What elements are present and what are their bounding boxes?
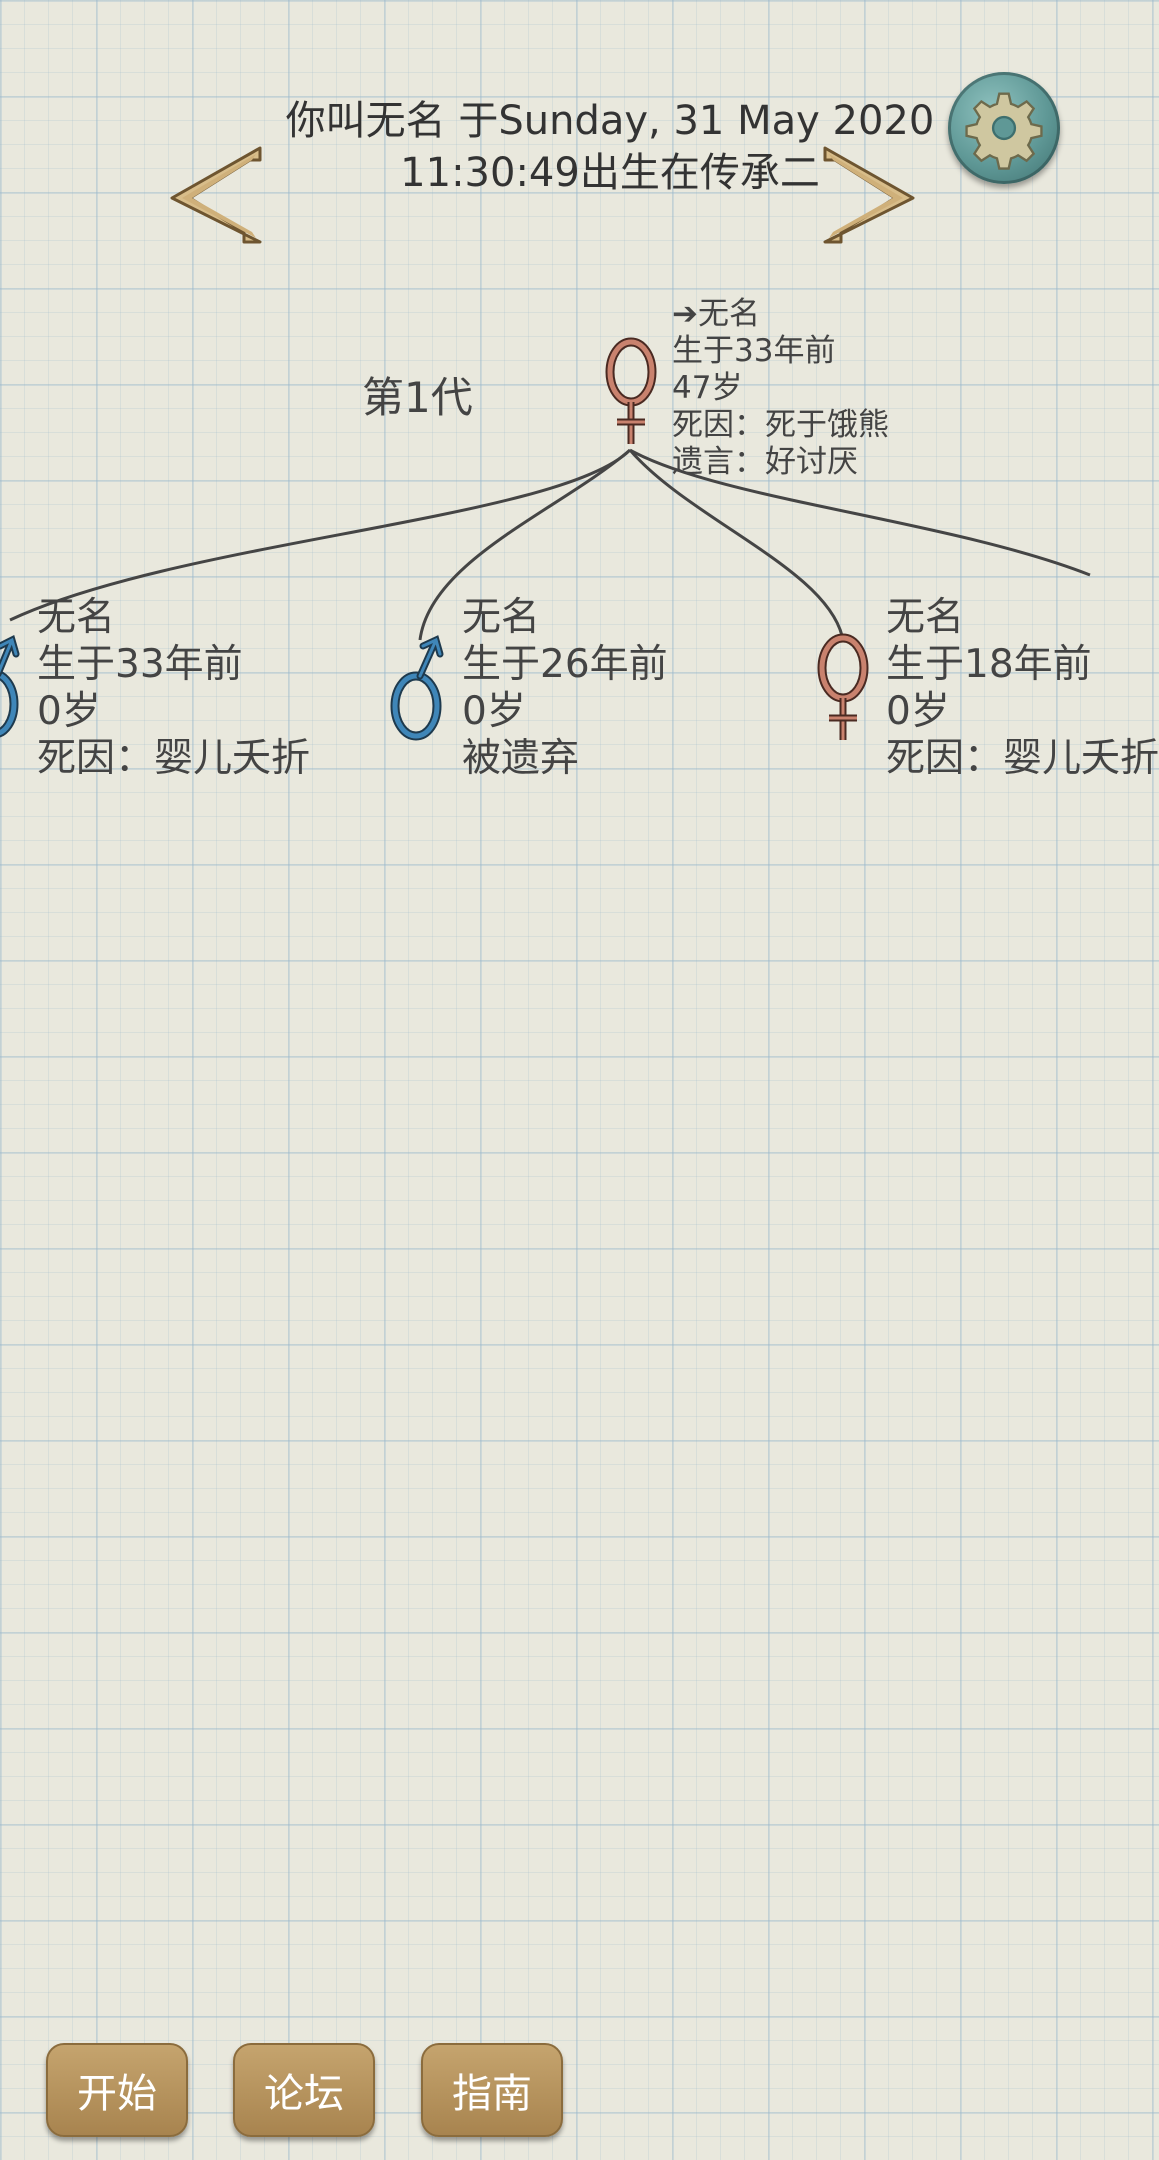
root-person-last-words: 遗言：好讨厌 [672, 444, 858, 480]
child-born: 生于26年前 [462, 642, 668, 687]
root-person-info: ➔无名 生于33年前 47岁 死因：死于饿熊 遗言：好讨厌 [672, 296, 889, 481]
settings-button[interactable] [948, 72, 1060, 184]
child-age: 0岁 [462, 689, 526, 734]
child-name: 无名 [886, 595, 965, 640]
child-info-1: 无名 生于33年前 0岁 死因：婴儿夭折 [37, 594, 310, 782]
child-info-3: 无名 生于18年前 0岁 死因：婴儿夭折 [886, 594, 1159, 782]
child-born: 生于33年前 [37, 642, 243, 687]
generation-label: 第1代 [362, 373, 473, 422]
birth-info-line1: 你叫无名 于Sunday, 31 May 2020 [285, 98, 935, 144]
gear-icon [965, 92, 1043, 170]
previous-arrow-button[interactable] [160, 140, 270, 250]
child-born: 生于18年前 [886, 642, 1092, 687]
birth-info-line2: 11:30:49出生在传承二 [400, 150, 820, 196]
male-icon[interactable] [390, 632, 450, 744]
child-name: 无名 [462, 595, 541, 640]
chevron-left-icon [170, 146, 262, 244]
child-name: 无名 [37, 595, 116, 640]
guide-button[interactable]: 指南 [421, 2043, 563, 2137]
child-age: 0岁 [37, 689, 101, 734]
child-status: 死因：婴儿夭折 [37, 736, 311, 781]
female-icon[interactable] [602, 336, 660, 448]
child-status: 被遗弃 [462, 736, 580, 781]
female-icon[interactable] [814, 632, 872, 744]
child-age: 0岁 [886, 689, 950, 734]
male-icon[interactable] [0, 632, 22, 744]
birth-info-title: 你叫无名 于Sunday, 31 May 2020 11:30:49出生在传承二 [240, 95, 980, 199]
root-person-name: ➔无名 [672, 296, 760, 332]
start-button[interactable]: 开始 [46, 2043, 188, 2137]
next-arrow-button[interactable] [815, 140, 925, 250]
child-info-2: 无名 生于26年前 0岁 被遗弃 [462, 594, 668, 782]
forum-button[interactable]: 论坛 [233, 2043, 375, 2137]
child-status: 死因：婴儿夭折 [886, 736, 1159, 781]
root-person-death-cause: 死因：死于饿熊 [672, 407, 889, 443]
chevron-right-icon [823, 146, 915, 244]
root-person-age: 47岁 [672, 370, 743, 406]
root-person-born: 生于33年前 [672, 333, 836, 369]
